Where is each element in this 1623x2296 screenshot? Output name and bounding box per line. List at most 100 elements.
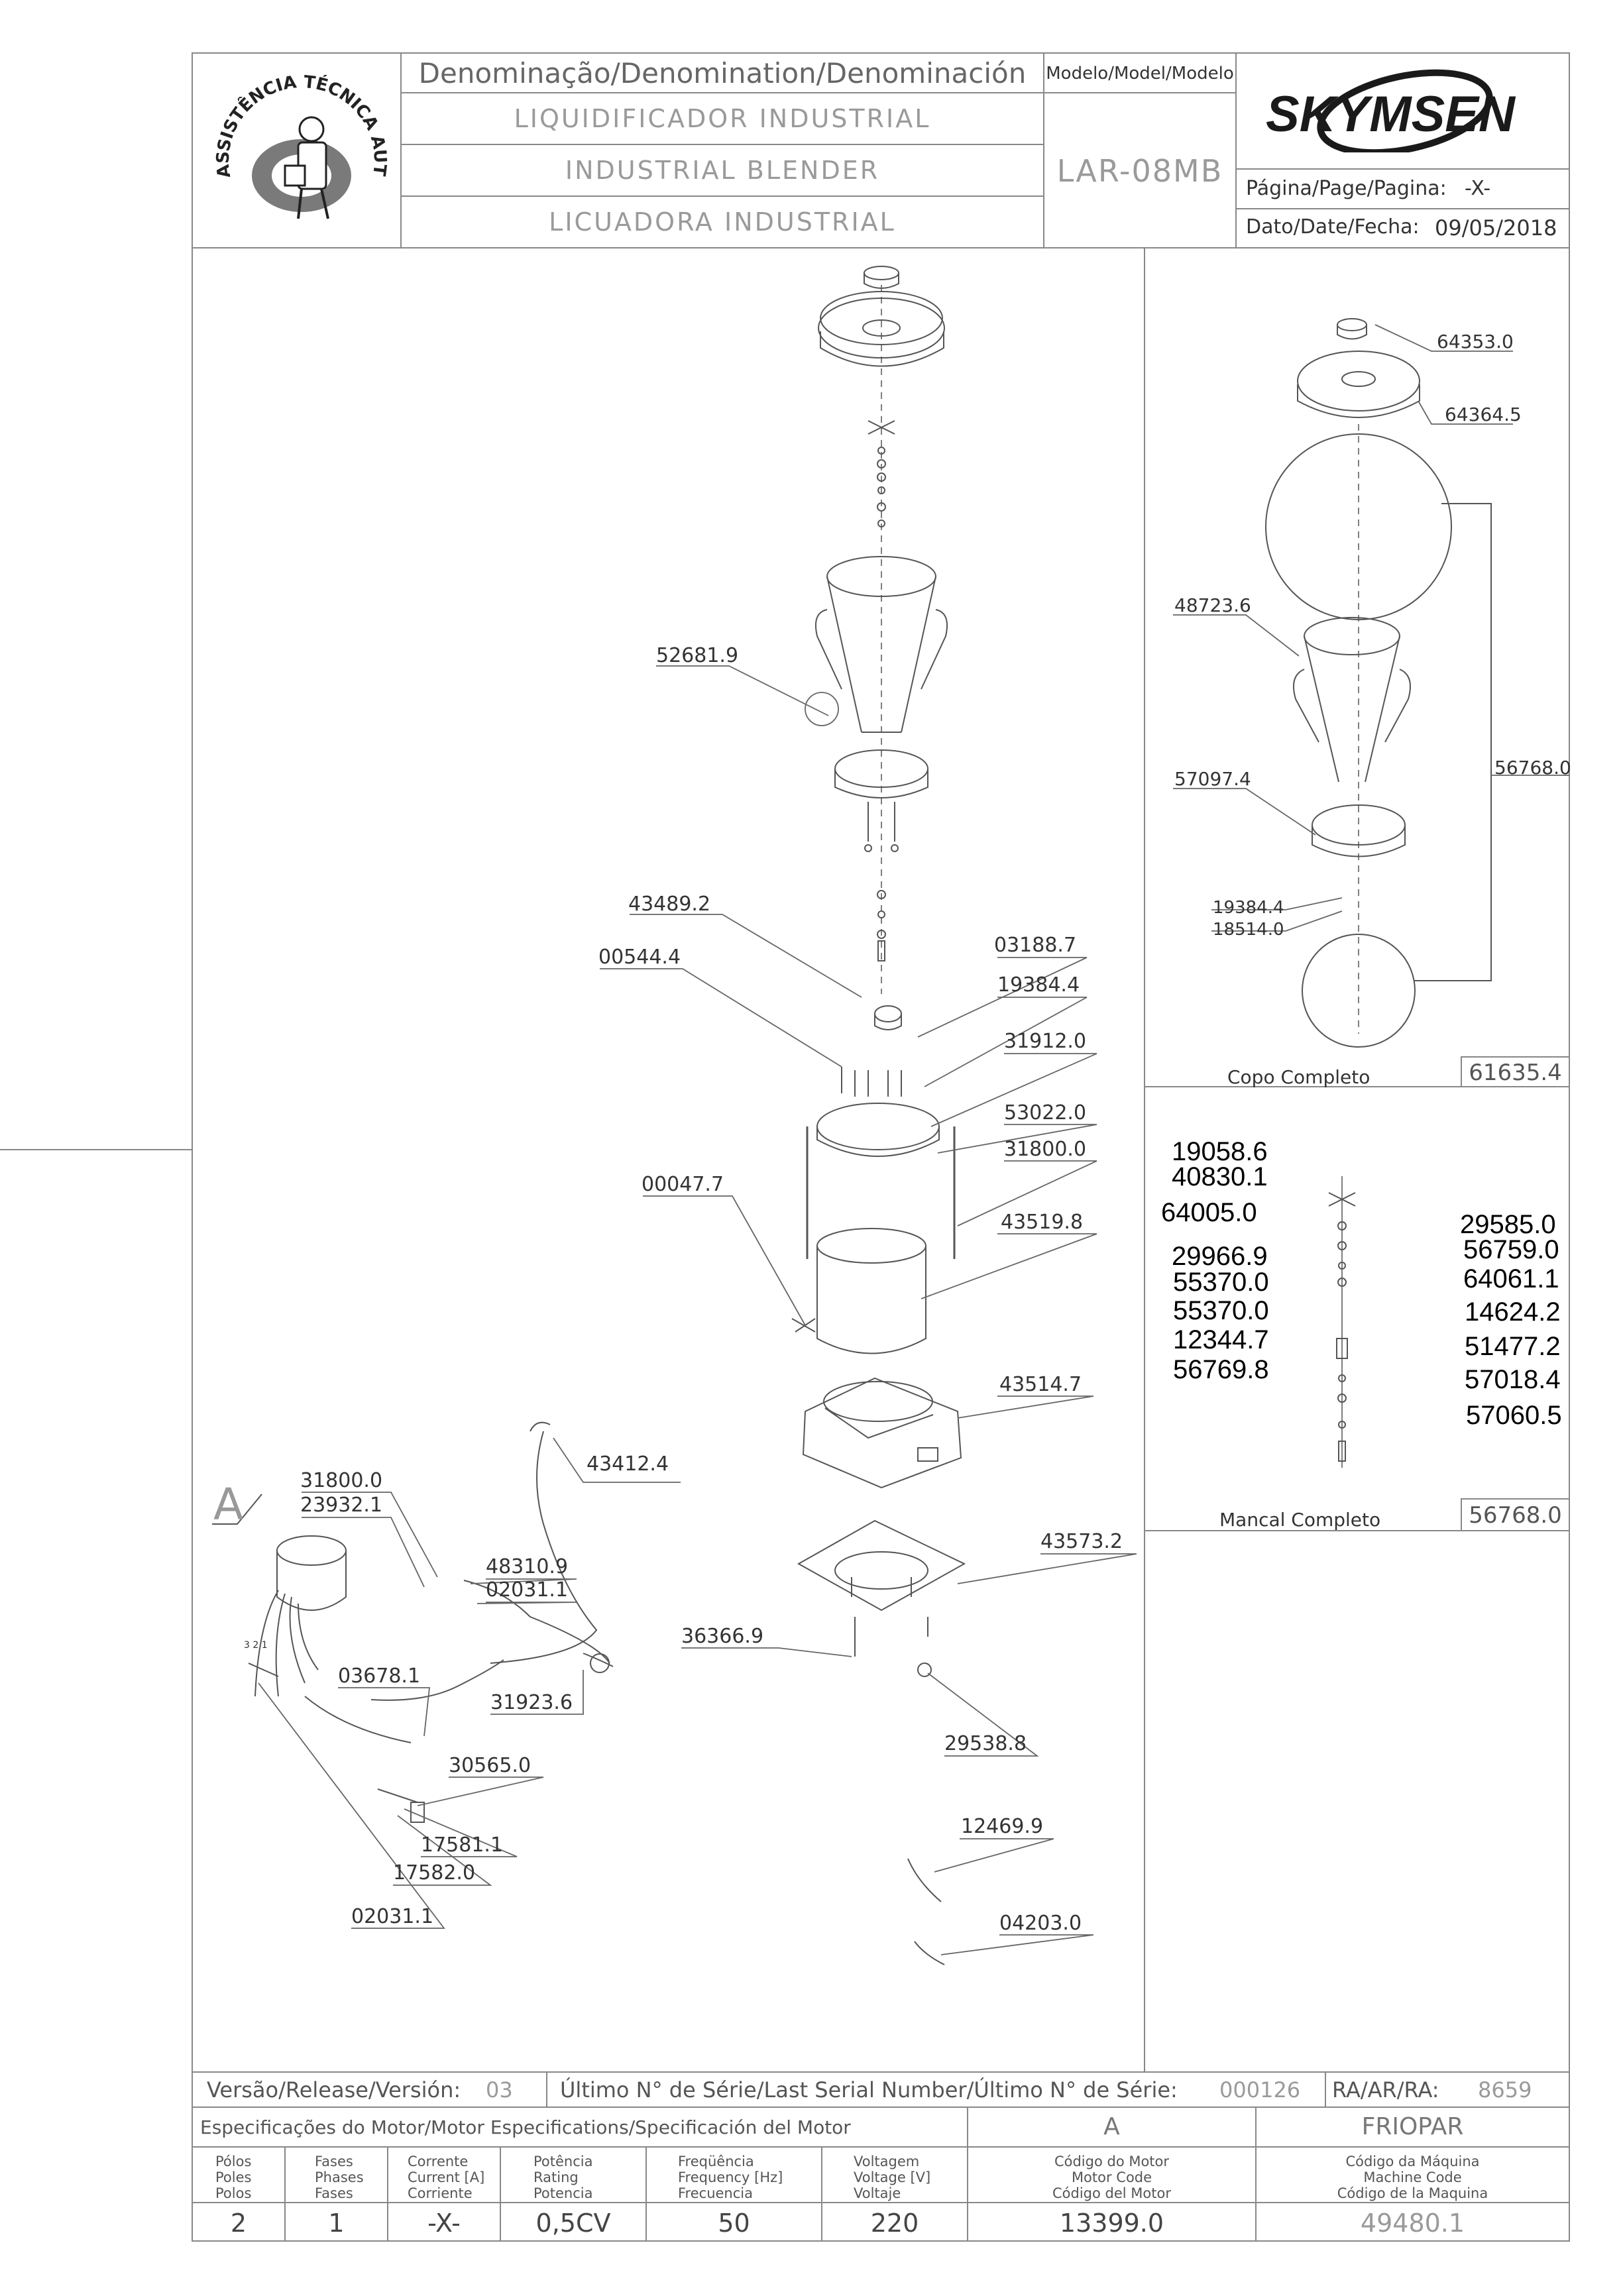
current-value: -X- — [427, 2209, 461, 2238]
copo-title: Copo Completo — [1227, 1066, 1371, 1088]
mancal-part: 57060.5 — [1466, 1401, 1562, 1430]
version-label: Versão/Release/Versión: — [207, 2077, 461, 2103]
part-label: 43514.7 — [999, 1373, 1082, 1396]
page-label: Página/Page/Pagina: — [1246, 177, 1447, 200]
mancal-title: Mancal Completo — [1219, 1509, 1381, 1531]
mancal-part: 40830.1 — [1172, 1162, 1268, 1191]
part-label: 31800.0 — [300, 1469, 383, 1492]
product-name-pt: LIQUIDIFICADOR INDUSTRIAL — [514, 104, 931, 133]
part-label: 52681.9 — [656, 644, 739, 667]
mancal-part: 51477.2 — [1465, 1332, 1561, 1361]
ra-value: 8659 — [1478, 2077, 1532, 2103]
part-label: 57097.4 — [1174, 768, 1251, 790]
svg-text:SKYMSEN: SKYMSEN — [1266, 86, 1516, 142]
ra-label: RA/AR/RA: — [1332, 2077, 1439, 2103]
mancal-assembly — [1328, 1176, 1356, 1468]
serial-value: 000126 — [1219, 2077, 1301, 2103]
part-label: 17581.1 — [421, 1833, 504, 1857]
mancal-part: 56759.0 — [1463, 1235, 1559, 1264]
main-assembly — [791, 266, 966, 1965]
product-name-en: INDUSTRIAL BLENDER — [565, 156, 880, 185]
authorized-service-seal: ASSISTÊNCIA TÉCNICA AUTORIZADA — [198, 51, 398, 252]
motor-code-value: 13399.0 — [1059, 2209, 1164, 2238]
part-label: 03678.1 — [338, 1665, 421, 1688]
harness-assembly — [212, 1421, 614, 1823]
part-label: 18514.0 — [1213, 920, 1284, 940]
rating-value: 0,5CV — [535, 2209, 611, 2238]
brand-logo-graphic: SKYMSEN — [1266, 69, 1516, 156]
mancal-part: 29585.0 — [1460, 1210, 1556, 1239]
part-label: 31923.6 — [490, 1691, 573, 1714]
part-label: 29538.8 — [944, 1732, 1027, 1755]
part-label: 43519.8 — [1001, 1211, 1084, 1234]
part-label: 31800.0 — [1004, 1138, 1087, 1161]
part-label: 03188.7 — [994, 934, 1077, 957]
machine-code-value: 49480.1 — [1360, 2209, 1465, 2238]
mancal-part: 55370.0 — [1173, 1268, 1269, 1297]
mancal-part: 12344.7 — [1173, 1325, 1269, 1354]
part-label: 56768.0 — [1494, 757, 1571, 779]
copo-code: 61635.4 — [1469, 1060, 1562, 1086]
mancal-part: 64061.1 — [1463, 1264, 1559, 1293]
part-label: 17582.0 — [393, 1861, 476, 1885]
part-label: 00544.4 — [598, 946, 681, 969]
motor-letter: A — [1103, 2113, 1120, 2140]
page-value: -X- — [1465, 177, 1491, 200]
skymsen-logo: SKYMSEN — [1239, 60, 1571, 156]
part-label: 00047.7 — [642, 1173, 724, 1196]
denomination-label: Denominação/Denomination/Denominación — [418, 57, 1027, 89]
leader-lines — [258, 324, 1569, 1955]
part-label: 19384.4 — [1213, 898, 1284, 918]
part-label: 02031.1 — [351, 1905, 434, 1928]
mancal-part: 19058.6 — [1172, 1137, 1268, 1166]
supplier-name: FRIOPAR — [1361, 2113, 1464, 2140]
mancal-code: 56768.0 — [1469, 1502, 1562, 1529]
mancal-part: 29966.9 — [1172, 1242, 1268, 1271]
frequency-value: 50 — [718, 2209, 750, 2238]
part-label: 30565.0 — [449, 1754, 532, 1777]
phases-value: 1 — [328, 2209, 345, 2238]
part-label: 48723.6 — [1174, 594, 1251, 616]
copo-assembly — [1265, 318, 1492, 1048]
mancal-part: 55370.0 — [1173, 1296, 1269, 1325]
date-value: 09/05/2018 — [1435, 215, 1557, 241]
model-value: LAR-08MB — [1056, 153, 1223, 189]
sheet-frame — [0, 52, 1570, 2242]
mancal-part: 14624.2 — [1465, 1297, 1561, 1327]
version-value: 03 — [486, 2077, 513, 2103]
part-label: 64353.0 — [1437, 331, 1514, 353]
part-label: 43489.2 — [628, 893, 711, 916]
mancal-part: 64005.0 — [1161, 1198, 1257, 1227]
seal-graphic: ASSISTÊNCIA TÉCNICA AUTORIZADA — [198, 51, 390, 219]
part-label: 64364.5 — [1445, 404, 1522, 425]
date-label: Dato/Date/Fecha: — [1246, 215, 1420, 239]
detail-letter: A — [213, 1479, 244, 1530]
product-name-es: LICUADORA INDUSTRIAL — [549, 207, 896, 237]
part-label: 36366.9 — [681, 1625, 764, 1648]
model-label: Modelo/Model/Modelo — [1046, 64, 1234, 83]
voltage-value: 220 — [870, 2209, 919, 2238]
part-label: 04203.0 — [999, 1912, 1082, 1935]
part-label: 23932.1 — [300, 1494, 383, 1517]
part-label: 02031.1 — [486, 1578, 569, 1602]
part-label: 43573.2 — [1040, 1530, 1123, 1553]
part-label: 19384.4 — [997, 973, 1080, 997]
poles-value: 2 — [230, 2209, 247, 2238]
part-label: 12469.9 — [961, 1815, 1044, 1838]
mancal-part: 57018.4 — [1465, 1365, 1561, 1394]
pin-marks: 3 2 1 — [244, 1640, 268, 1651]
serial-label: Último N° de Série/Last Serial Number/Úl… — [560, 2077, 1178, 2103]
part-label: 48310.9 — [486, 1555, 569, 1578]
part-label: 53022.0 — [1004, 1101, 1087, 1124]
motor-spec-label: Especificações do Motor/Motor Especifica… — [200, 2116, 851, 2138]
part-label: 43412.4 — [587, 1452, 669, 1476]
